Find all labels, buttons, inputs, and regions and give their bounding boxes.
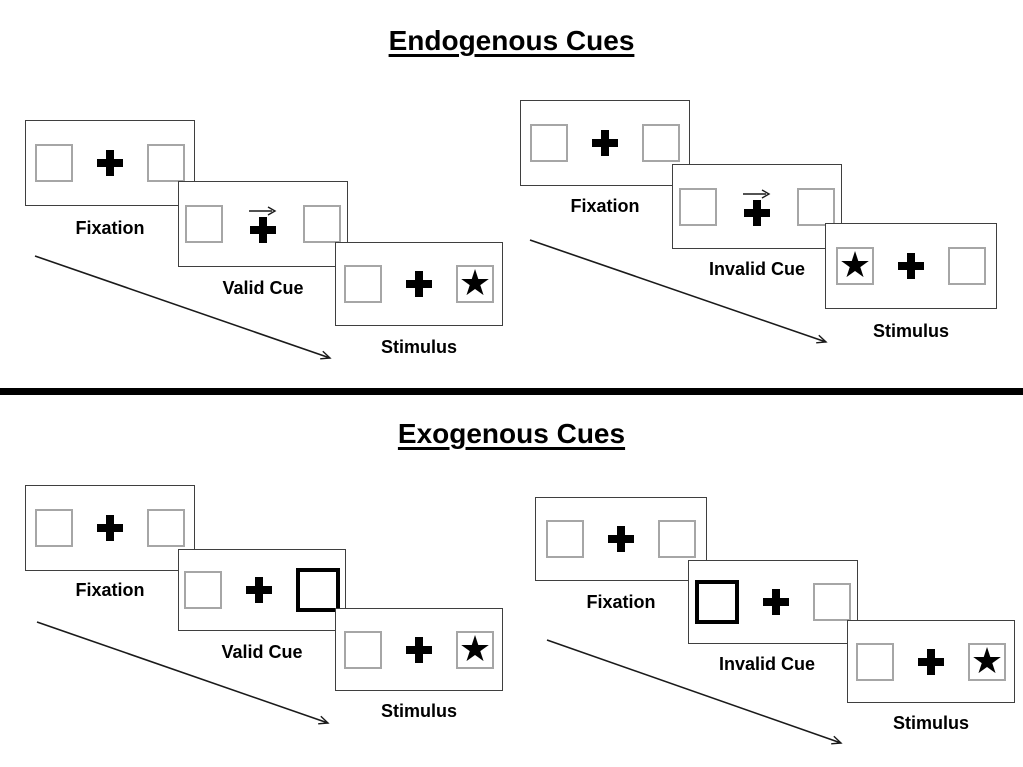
right-box-cued xyxy=(296,568,340,612)
right-box: ★ xyxy=(968,640,1006,682)
panel-label-invalid-cue: Invalid Cue xyxy=(708,259,806,279)
fixation-cross-icon xyxy=(406,636,432,663)
panel-stimulus: ★ xyxy=(847,620,1015,703)
panel-stimulus: ★ xyxy=(825,223,997,309)
star-stimulus-icon: ★ xyxy=(458,263,492,304)
panel-label-fixation: Fixation xyxy=(570,196,640,216)
right-box xyxy=(658,520,696,558)
star-stimulus-icon: ★ xyxy=(970,640,1004,682)
left-box xyxy=(35,509,73,547)
timeline-arrow-endogenous-invalid xyxy=(529,239,828,344)
timeline-arrow-exogenous-valid xyxy=(36,621,330,725)
fixation-cross-icon xyxy=(608,526,634,552)
left-box-cued xyxy=(695,580,739,624)
panel-label-invalid-cue: Invalid Cue xyxy=(718,654,816,674)
panel-fixation xyxy=(25,485,195,571)
left-box xyxy=(344,630,382,669)
panel-fixation xyxy=(520,100,690,186)
panel-label-fixation: Fixation xyxy=(75,218,145,238)
panel-label-fixation: Fixation xyxy=(586,592,656,612)
panel-fixation xyxy=(535,497,707,581)
left-box xyxy=(344,265,382,303)
fixation-cross-icon xyxy=(592,130,618,156)
right-box: ★ xyxy=(456,265,494,303)
panel-label-stimulus: Stimulus xyxy=(892,713,970,733)
fixation-cross-icon xyxy=(744,199,770,226)
panel-invalid-cue xyxy=(688,560,858,644)
panel-fixation xyxy=(25,120,195,206)
right-arrow-cue-icon xyxy=(743,188,771,199)
fixation-cross-icon xyxy=(97,150,123,176)
left-box xyxy=(856,642,894,681)
left-box xyxy=(679,187,717,226)
left-box xyxy=(185,205,223,243)
fixation-cross-icon xyxy=(250,217,276,243)
section-title-exogenous: Exogenous Cues xyxy=(397,418,626,449)
left-box xyxy=(546,520,584,558)
right-box xyxy=(813,583,851,621)
star-stimulus-icon: ★ xyxy=(838,245,872,286)
section-title-endogenous: Endogenous Cues xyxy=(388,25,635,56)
right-box xyxy=(147,509,185,547)
timeline-arrow-endogenous-valid xyxy=(34,255,332,360)
left-box: ★ xyxy=(836,247,874,285)
timeline-arrow-exogenous-invalid xyxy=(546,639,843,745)
panel-label-valid-cue: Valid Cue xyxy=(222,278,304,298)
fixation-cross-icon xyxy=(898,253,924,279)
panel-label-valid-cue: Valid Cue xyxy=(221,642,303,662)
cue-center-stack xyxy=(741,188,773,226)
right-box xyxy=(303,205,341,243)
fixation-cross-icon xyxy=(97,515,123,541)
right-box xyxy=(147,144,185,182)
panel-label-stimulus: Stimulus xyxy=(380,701,458,721)
right-box: ★ xyxy=(456,628,494,670)
panel-label-fixation: Fixation xyxy=(75,580,145,600)
panel-valid-cue xyxy=(178,549,346,631)
fixation-cross-icon xyxy=(918,648,944,675)
fixation-cross-icon xyxy=(763,589,789,615)
fixation-cross-icon xyxy=(246,577,272,603)
right-box xyxy=(948,247,986,285)
panel-stimulus: ★ xyxy=(335,242,503,326)
panel-valid-cue xyxy=(178,181,348,267)
section-divider-line xyxy=(0,388,1023,395)
left-box xyxy=(184,571,222,609)
cue-center-stack xyxy=(247,205,279,243)
right-box xyxy=(642,124,680,162)
right-arrow-cue-icon xyxy=(249,206,277,216)
star-stimulus-icon: ★ xyxy=(458,628,492,670)
panel-invalid-cue xyxy=(672,164,842,249)
panel-stimulus: ★ xyxy=(335,608,503,691)
panel-label-stimulus: Stimulus xyxy=(380,337,458,357)
fixation-cross-icon xyxy=(406,271,432,297)
left-box xyxy=(530,124,568,162)
panel-label-stimulus: Stimulus xyxy=(872,321,950,341)
left-box xyxy=(35,144,73,182)
right-box xyxy=(797,187,835,226)
